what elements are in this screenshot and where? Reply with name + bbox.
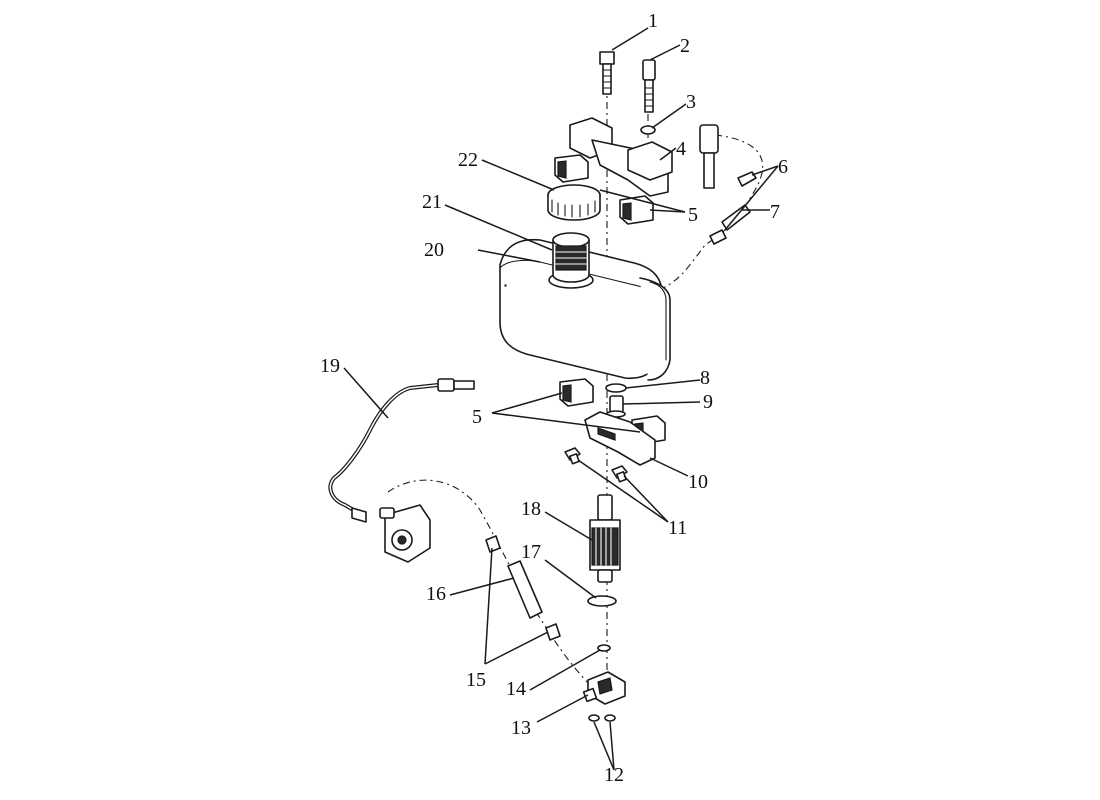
- oring-part-14: [597, 644, 611, 652]
- callout-19: 19: [320, 355, 340, 377]
- callout-9: 9: [703, 391, 713, 413]
- fuel-cap-part-22: [547, 184, 601, 221]
- callout-14: 14: [506, 678, 526, 700]
- callout-18: 18: [521, 498, 541, 520]
- gasket-part-17: [587, 595, 617, 607]
- callout-8: 8: [700, 367, 710, 389]
- fuel-filter-part-18: [589, 494, 621, 583]
- fuel-hose-path: [387, 479, 596, 691]
- callout-10: 10: [688, 471, 708, 493]
- callout-11: 11: [668, 517, 687, 539]
- callout-12: 12: [604, 764, 624, 786]
- cushion-part-5-top: [554, 154, 654, 225]
- callout-15: 15: [466, 669, 486, 691]
- callout-21: 21: [422, 191, 442, 213]
- callout-5-bottom: 5: [472, 406, 482, 428]
- outlet-fitting-part-8-9: [605, 383, 627, 418]
- callout-2: 2: [680, 35, 690, 57]
- callout-22: 22: [458, 149, 478, 171]
- bolts-part-11: [564, 447, 628, 483]
- washer-part-3: [640, 125, 656, 135]
- callout-20: 20: [424, 239, 444, 261]
- callout-7: 7: [770, 201, 780, 223]
- callout-3: 3: [686, 91, 696, 113]
- upper-bracket-part-4: [569, 117, 673, 197]
- callout-13: 13: [511, 717, 531, 739]
- fuel-valve-part-13: [582, 671, 626, 705]
- callout-5-top: 5: [688, 204, 698, 226]
- callout-17: 17: [521, 541, 541, 563]
- stud-part-2: [642, 59, 656, 113]
- screws-part-12: [588, 714, 616, 722]
- bolt-part-1: [599, 51, 615, 95]
- lower-bracket-part-10: [584, 411, 656, 466]
- callout-16: 16: [426, 583, 446, 605]
- fuel-tank-part-20: [499, 238, 671, 381]
- callout-1: 1: [648, 10, 658, 32]
- leader-lines: [343, 27, 779, 771]
- callout-6: 6: [778, 156, 788, 178]
- fuel-pipe-part-19: [328, 378, 475, 523]
- carburetor-part: [379, 504, 431, 563]
- callout-4: 4: [676, 138, 686, 160]
- hose-part-15-16: [485, 535, 561, 641]
- strainer-part-21: [548, 232, 594, 289]
